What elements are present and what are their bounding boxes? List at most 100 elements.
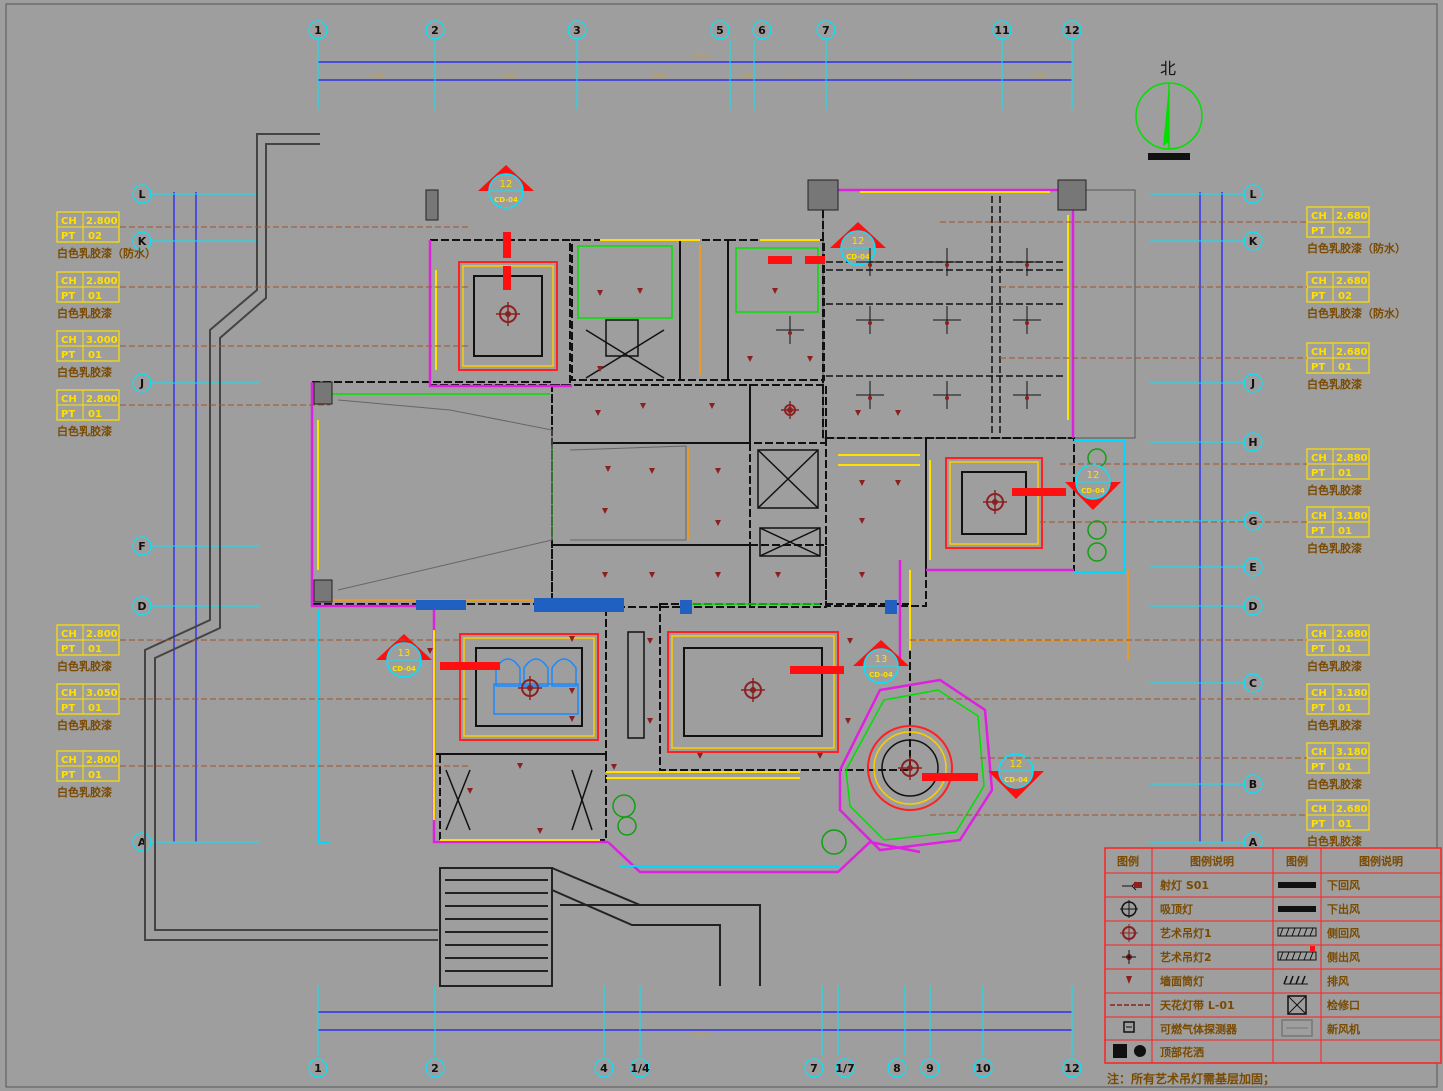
legend-item: 侧回风 <box>1327 926 1360 940</box>
fresh-air-unit-icon <box>1281 1019 1313 1037</box>
ceiling-height-value: 2.680 <box>1336 629 1368 640</box>
grid-bubble-left: D <box>132 596 152 616</box>
paint-code-value: 01 <box>88 770 102 781</box>
grid-bubble-bottom: 9 <box>920 1058 940 1078</box>
tag-key-pt: PT <box>1311 362 1325 373</box>
legend-item: 排风 <box>1327 974 1349 988</box>
grid-bubble-bottom: 1/4 <box>630 1058 650 1078</box>
finish-description: 白色乳胶漆 <box>57 365 112 379</box>
grid-lines <box>150 40 1245 1055</box>
grid-bubble-top-label: 1 <box>314 24 322 37</box>
grid-bubble-right: J <box>1243 373 1263 393</box>
supply-air-icon <box>1278 906 1316 912</box>
finish-description: 白色乳胶漆 <box>57 785 112 799</box>
tag-key-ch: CH <box>1311 629 1327 640</box>
exhaust-icon <box>1283 975 1308 985</box>
grid-bubble-bottom-label: 1/4 <box>630 1062 650 1075</box>
grid-bubble-top: 11 <box>992 20 1012 40</box>
grid-bubble-bottom-label: 4 <box>600 1062 608 1075</box>
dimension-lines <box>173 61 1223 1031</box>
grid-bubble-top: 3 <box>567 20 587 40</box>
section-sheet-ref: CD-04 <box>1081 487 1105 495</box>
legend-table: 图例 图例说明 图例 图例说明 射灯 S01吸顶灯艺术吊灯1艺术吊灯2墙面筒灯天… <box>1104 847 1442 1086</box>
tag-key-pt: PT <box>1311 226 1325 237</box>
legend-note: 注：所有艺术吊灯需基层加固； <box>1107 1071 1275 1086</box>
section-number: 12 <box>1087 470 1100 481</box>
legend-symbols <box>1110 881 1317 1058</box>
grid-bubble-right: C <box>1243 673 1263 693</box>
legend-item: 吸顶灯 <box>1160 902 1193 916</box>
finish-description: 白色乳胶漆 <box>1307 483 1362 497</box>
grid-bubble-bottom: 8 <box>887 1058 907 1078</box>
tag-key-pt: PT <box>1311 762 1325 773</box>
tag-key-pt: PT <box>1311 468 1325 479</box>
legend-header-3: 图例 <box>1286 854 1308 868</box>
paint-code-value: 01 <box>1338 644 1352 655</box>
legend-item: 侧出风 <box>1327 950 1360 964</box>
finish-description: 白色乳胶漆 <box>1307 777 1362 791</box>
tag-key-pt: PT <box>61 231 75 242</box>
grid-bubble-top-label: 6 <box>758 24 766 37</box>
tag-key-ch: CH <box>61 629 77 640</box>
grid-bubble-bottom-label: 2 <box>431 1062 439 1075</box>
grid-bubble-left-label: J <box>139 377 144 390</box>
section-number: 13 <box>398 648 411 659</box>
grid-bubble-right-label: B <box>1249 778 1257 791</box>
finish-description: 白色乳胶漆（防水） <box>1307 241 1406 255</box>
grid-bubble-right-label: J <box>1250 377 1255 390</box>
grid-bubble-left: K <box>132 231 152 251</box>
ceiling-height-value: 2.800 <box>86 276 118 287</box>
legend-item: 艺术吊灯1 <box>1160 926 1212 940</box>
paint-code-value: 01 <box>1338 468 1352 479</box>
grid-bubble-right-label: D <box>1248 600 1257 613</box>
tag-leader-lines <box>120 221 1307 816</box>
ceiling-height-value: 2.680 <box>1336 804 1368 815</box>
wall-downlight-icon <box>1126 976 1132 984</box>
chandelier <box>496 302 520 326</box>
finish-description: 白色乳胶漆 <box>1307 377 1362 391</box>
finish-description: 白色乳胶漆 <box>57 718 112 732</box>
tag-key-ch: CH <box>1311 511 1327 522</box>
grid-bubble-bottom-label: 7 <box>810 1062 818 1075</box>
tag-key-ch: CH <box>61 755 77 766</box>
grid-bubble-right-label: K <box>1249 235 1258 248</box>
grid-bubble-left-label: D <box>137 600 146 613</box>
section-number: 12 <box>500 179 513 190</box>
ceiling-lights <box>776 248 1041 409</box>
tag-key-pt: PT <box>61 409 75 420</box>
grid-bubble-right: E <box>1243 557 1263 577</box>
grid-bubble-right: D <box>1243 596 1263 616</box>
grid-bubble-bottom: 7 <box>804 1058 824 1078</box>
ceiling-height-value: 2.800 <box>86 755 118 766</box>
paint-code-value: 01 <box>1338 762 1352 773</box>
legend-item: 新风机 <box>1327 1022 1360 1036</box>
legend-item: 顶部花洒 <box>1160 1045 1204 1059</box>
ceiling-height-value: 2.800 <box>86 216 118 227</box>
downlights <box>427 288 901 834</box>
grid-bubble-bottom: 1/7 <box>835 1058 855 1078</box>
grid-bubble-bottom: 1 <box>308 1058 328 1078</box>
ceiling-height-value: 3.050 <box>86 688 118 699</box>
chandeliers <box>496 302 1007 780</box>
tag-key-ch: CH <box>61 394 77 405</box>
grid-bubble-top-label: 7 <box>822 24 830 37</box>
grid-bubble-left-label: A <box>138 836 147 849</box>
grid-bubble-right: L <box>1243 184 1263 204</box>
section-sheet-ref: CD-04 <box>392 665 416 673</box>
ceiling-height-value: 2.680 <box>1336 276 1368 287</box>
svg-text:600: 600 <box>740 73 752 80</box>
tag-key-pt: PT <box>1311 644 1325 655</box>
section-sheet-ref: CD-04 <box>494 196 518 204</box>
legend-header-1: 图例 <box>1117 854 1139 868</box>
paint-code-value: 01 <box>88 409 102 420</box>
building-walls <box>310 179 1129 874</box>
grid-bubble-bottom-label: 9 <box>926 1062 934 1075</box>
